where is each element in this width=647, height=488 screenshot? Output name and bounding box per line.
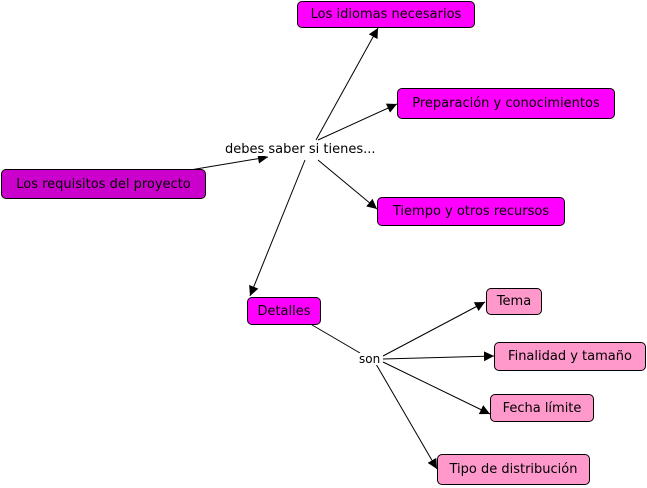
edge-requisitos-to-debes [189,153,269,171]
edge-debes-to-tiempo [317,159,378,210]
node-detalles[interactable]: Detalles [247,297,321,325]
node-tipo[interactable]: Tipo de distribución [437,454,590,485]
node-requisitos[interactable]: Los requisitos del proyecto [1,169,206,199]
link-label-debes: debes saber si tienes... [224,142,377,157]
edge-detalles-to-son [306,321,361,354]
edge-debes-to-preparacion [317,103,398,141]
node-fecha[interactable]: Fecha límite [490,394,594,422]
edge-debes-to-detalles [249,159,306,297]
node-preparacion[interactable]: Preparación y conocimientos [397,88,615,119]
edge-son-to-tema [382,301,486,357]
edge-son-to-tipo [375,363,438,470]
edge-son-to-finalidad [382,351,495,362]
node-idiomas[interactable]: Los idiomas necesarios [297,1,475,28]
node-tiempo[interactable]: Tiempo y otros recursos [377,197,565,226]
link-label-son: son [358,352,382,366]
edge-son-to-fecha [382,361,491,415]
edge-debes-to-idiomas [315,27,379,141]
node-tema[interactable]: Tema [486,288,542,315]
node-finalidad[interactable]: Finalidad y tamaño [494,342,646,371]
